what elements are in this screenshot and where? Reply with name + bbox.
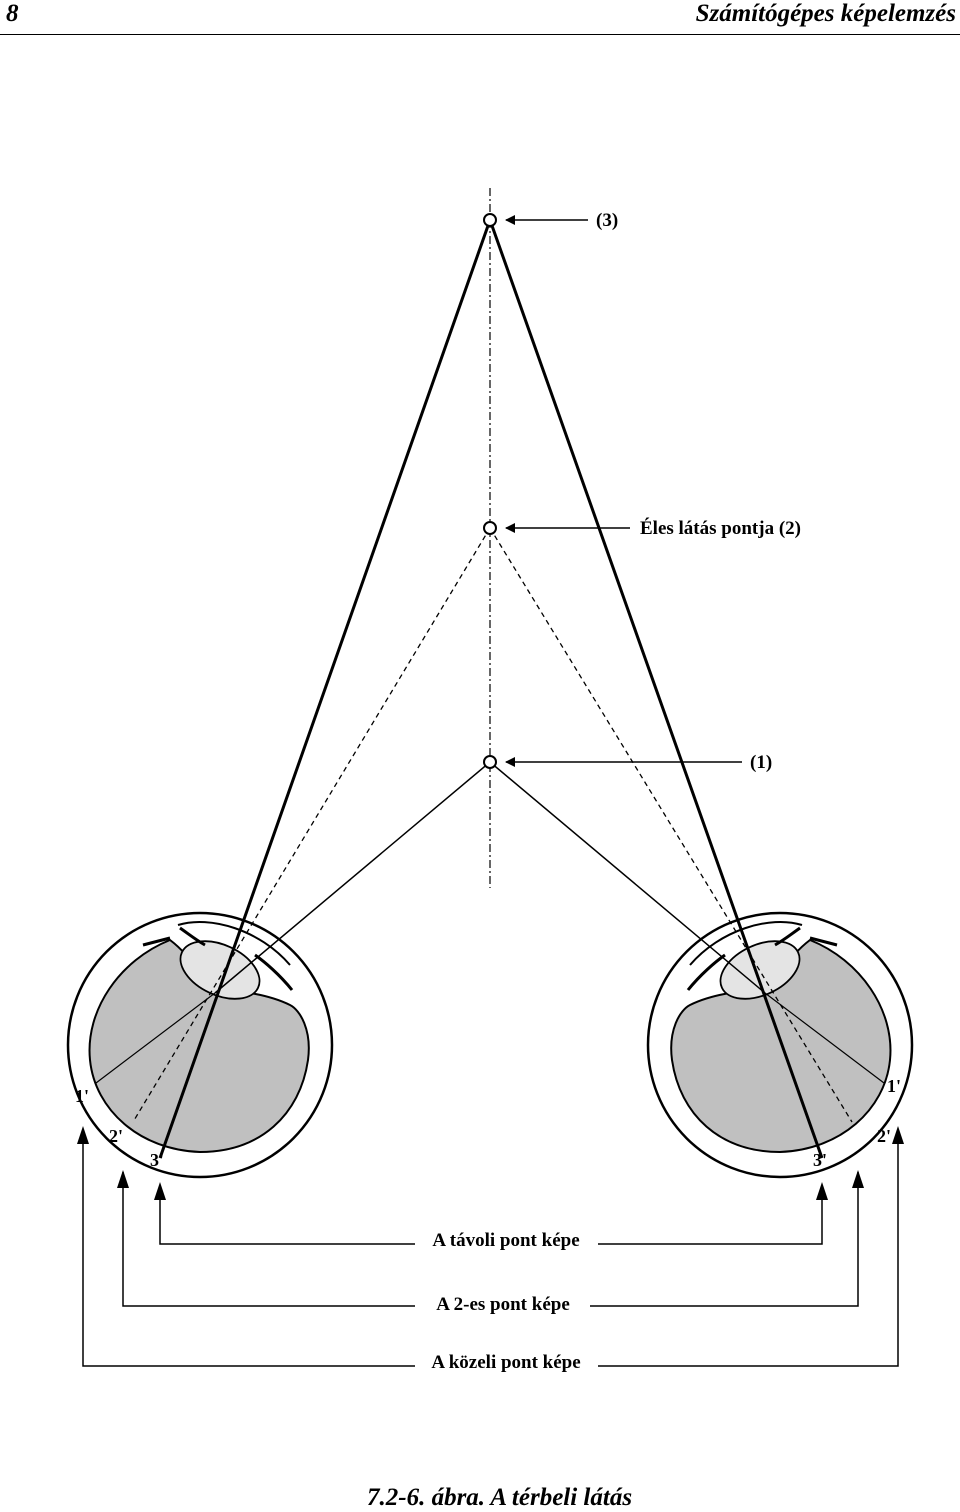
left-cornea: [177, 921, 291, 966]
ray-far-right: [488, 219, 824, 1159]
figure-caption: 7.2-6. ábra. A térbeli látás: [367, 1484, 633, 1511]
ray-near-right-inner: [764, 992, 885, 1084]
bracket-two-right: [590, 1172, 859, 1307]
arrowhead-near-right: [892, 1126, 904, 1144]
bracket-near-right: [598, 1140, 899, 1367]
bracket-far: [159, 1186, 415, 1245]
left-mark-2: 2': [109, 1126, 123, 1146]
arrowhead-two-right: [852, 1170, 864, 1188]
bracket-far-right: [598, 1186, 823, 1245]
point-focus: [483, 521, 497, 535]
arrowhead-two-left: [117, 1170, 129, 1188]
label-point-near: (1): [750, 752, 772, 773]
point-far: [483, 213, 497, 227]
legend-two-image: A 2-es pont képe: [436, 1294, 570, 1315]
right-eye: [646, 911, 914, 1179]
point-near: [483, 755, 497, 769]
left-lens: [179, 940, 261, 1000]
left-mark-1: 1': [75, 1086, 89, 1106]
arrowhead-far-right: [816, 1182, 828, 1200]
right-mark-2: 2': [877, 1126, 891, 1146]
running-title: Számítógépes képelemzés: [695, 0, 956, 27]
legend-far-image: A távoli pont képe: [432, 1230, 579, 1251]
label-point-focus: Éles látás pontja (2): [640, 517, 801, 539]
ray-near-left-inner: [95, 992, 216, 1084]
left-mark-3: 3': [150, 1150, 164, 1170]
ray-focus-left: [132, 527, 491, 1123]
label-point-far: (3): [596, 210, 618, 231]
page-number: 8: [6, 0, 19, 27]
bracket-two: [122, 1172, 415, 1307]
legend-near-image: A közeli pont képe: [431, 1352, 580, 1373]
bracket-near: [82, 1140, 415, 1367]
arrowhead-near-left: [77, 1126, 89, 1144]
ray-near-left: [214, 761, 491, 994]
ray-near-right: [489, 761, 766, 994]
right-mark-3: 3': [813, 1150, 827, 1170]
header-rule: [0, 34, 960, 35]
arrowhead-far-left: [154, 1182, 166, 1200]
right-cornea: [689, 921, 803, 966]
ray-focus-right: [489, 527, 853, 1123]
right-mark-1: 1': [887, 1076, 901, 1096]
page-header: 8 Számítógépes képelemzés: [0, 0, 960, 36]
ray-far-left: [158, 219, 492, 1159]
